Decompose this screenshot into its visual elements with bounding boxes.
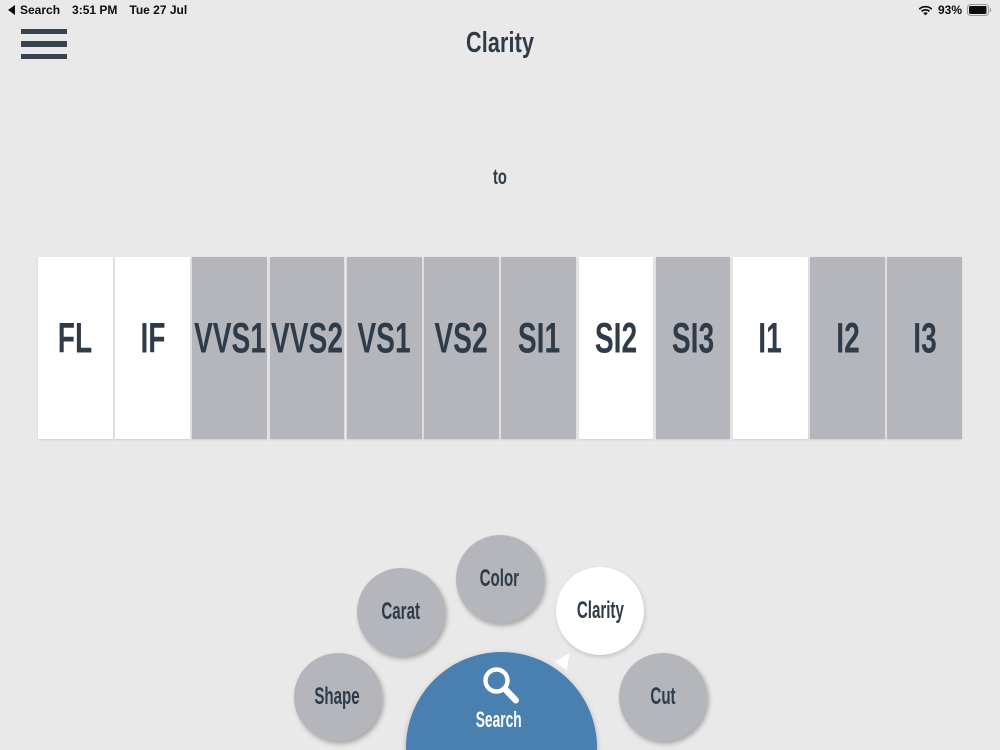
- hamburger-menu-icon[interactable]: [21, 29, 67, 59]
- grade-button-vvs2[interactable]: VVS2: [269, 257, 345, 439]
- grade-button-vs2[interactable]: VS2: [424, 257, 499, 439]
- status-time: 3:51 PM: [72, 3, 118, 17]
- grade-button-fl[interactable]: FL: [38, 257, 113, 439]
- grade-button-vs1[interactable]: VS1: [346, 257, 422, 439]
- page-title: Clarity: [465, 27, 535, 59]
- back-to-app[interactable]: Search: [8, 3, 60, 17]
- category-color-button[interactable]: Color: [455, 534, 544, 623]
- status-date: Tue 27 Jul: [129, 3, 188, 17]
- battery-percent: 93%: [937, 3, 962, 17]
- category-shape-button[interactable]: Shape: [293, 653, 382, 741]
- status-bar: Search 3:51 PM Tue 27 Jul 93%: [0, 0, 1000, 20]
- grade-button-i1[interactable]: I1: [732, 257, 808, 439]
- grade-button-i3[interactable]: I3: [887, 257, 963, 439]
- active-category-pointer-icon: [554, 653, 570, 671]
- back-app-label: Search: [20, 3, 61, 17]
- grade-button-if[interactable]: IF: [115, 257, 190, 439]
- wifi-icon: [918, 5, 933, 15]
- grade-button-si2[interactable]: SI2: [578, 257, 654, 439]
- category-carat-button[interactable]: Carat: [356, 567, 445, 656]
- grade-row: FL IF VVS1 VVS2 VS1 VS2 SI1 SI2 SI3 I1 I…: [38, 257, 963, 439]
- range-separator: to: [493, 166, 507, 189]
- grade-button-i2[interactable]: I2: [810, 257, 885, 439]
- category-clarity-button[interactable]: Clarity: [556, 566, 644, 655]
- battery-icon: [967, 4, 992, 16]
- grade-button-si3[interactable]: SI3: [655, 257, 731, 439]
- magnifier-icon: [483, 667, 519, 704]
- search-label[interactable]: Search: [475, 707, 522, 732]
- back-triangle-icon: [8, 5, 15, 15]
- category-cut-button[interactable]: Cut: [619, 653, 707, 741]
- grade-button-si1[interactable]: SI1: [501, 257, 576, 439]
- grade-button-vvs1[interactable]: VVS1: [192, 257, 268, 439]
